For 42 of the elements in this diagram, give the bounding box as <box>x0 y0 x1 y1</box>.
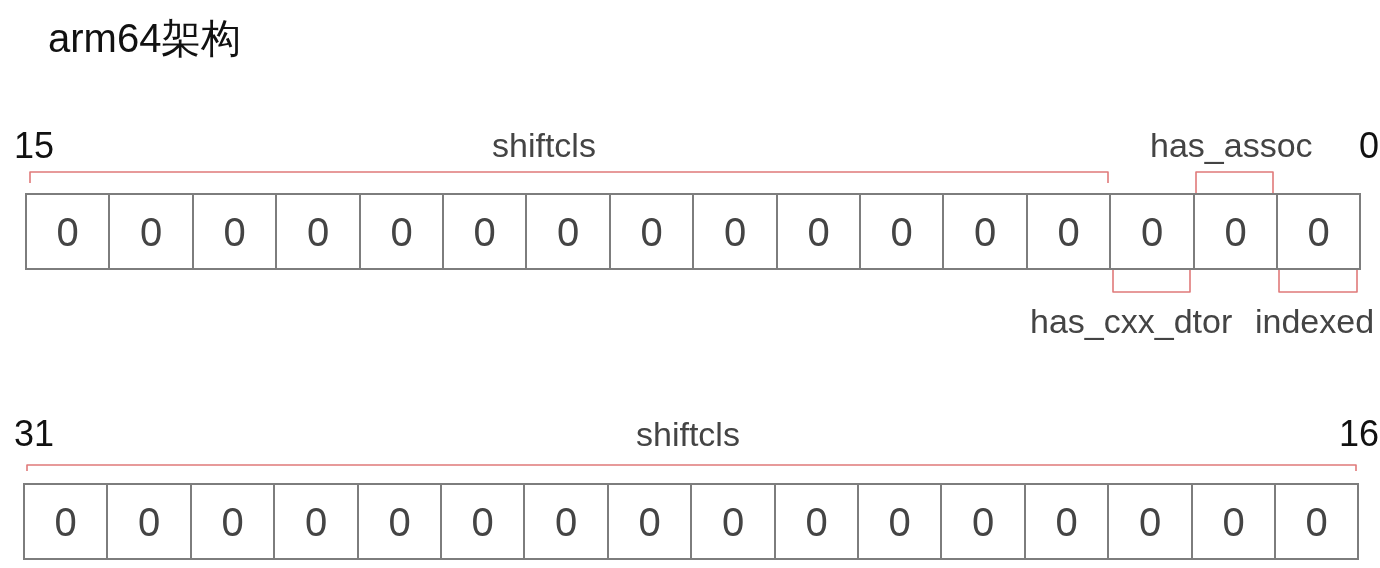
field-label: shiftcls <box>636 417 740 451</box>
title: arm64架构 <box>48 18 242 58</box>
bit-cell: 0 <box>444 193 527 270</box>
bit-cell: 0 <box>1111 193 1195 270</box>
bit-cell: 0 <box>1278 193 1361 270</box>
field-label: has_cxx_dtor <box>1030 304 1233 338</box>
bit-cell: 0 <box>1109 483 1193 560</box>
bit-cell: 0 <box>277 193 361 270</box>
bit-number: 31 <box>14 416 55 452</box>
field-label: has_assoc <box>1150 128 1313 162</box>
bit-cell: 0 <box>108 483 192 560</box>
bit-cell: 0 <box>611 193 694 270</box>
bit-cell: 0 <box>275 483 359 560</box>
bit-cell: 0 <box>1276 483 1359 560</box>
bit-cell: 0 <box>694 193 778 270</box>
bit-cell: 0 <box>25 193 110 270</box>
bit-cell: 0 <box>861 193 944 270</box>
bit-cell: 0 <box>609 483 692 560</box>
bit-cell: 0 <box>1026 483 1109 560</box>
bit-cell: 0 <box>361 193 444 270</box>
bit-cell: 0 <box>692 483 776 560</box>
bit-cell: 0 <box>859 483 942 560</box>
bit-cell: 0 <box>942 483 1026 560</box>
bit-cell: 0 <box>527 193 611 270</box>
bit-cell: 0 <box>525 483 609 560</box>
bit-cell: 0 <box>359 483 442 560</box>
bit-cell: 0 <box>776 483 859 560</box>
bit-cell: 0 <box>1193 483 1276 560</box>
bit-cell: 0 <box>192 483 275 560</box>
bit-cell: 0 <box>944 193 1028 270</box>
bit-cell: 0 <box>110 193 194 270</box>
field-label: indexed <box>1255 304 1375 338</box>
bit-cell: 0 <box>442 483 525 560</box>
bit-cell: 0 <box>1195 193 1278 270</box>
bit-cell: 0 <box>194 193 277 270</box>
bit-cell: 0 <box>778 193 861 270</box>
field-label: shiftcls <box>492 128 596 162</box>
bit-number: 16 <box>1339 416 1380 452</box>
bit-cell: 0 <box>23 483 108 560</box>
bit-number: 15 <box>14 128 55 164</box>
bit-cell: 0 <box>1028 193 1111 270</box>
bit-number: 0 <box>1359 128 1380 164</box>
